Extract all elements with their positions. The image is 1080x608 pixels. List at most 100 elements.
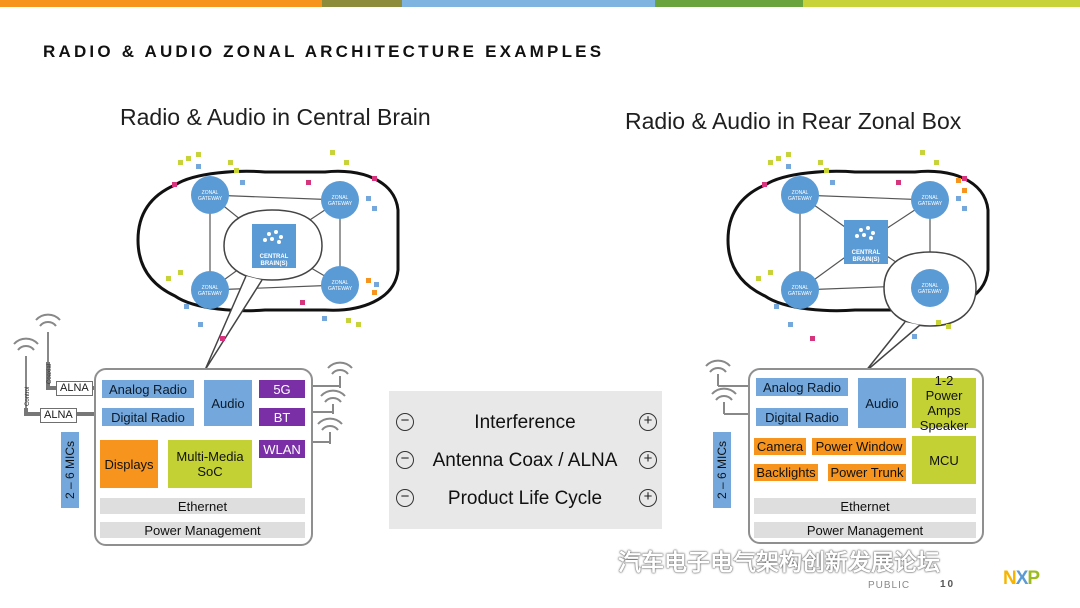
left-power-management: Power Management	[100, 522, 305, 538]
comparison-label: Product Life Cycle	[447, 488, 603, 509]
brain-icon	[263, 230, 283, 244]
svg-text:GATEWAY: GATEWAY	[328, 286, 353, 292]
minus-circle-icon: −	[396, 489, 414, 507]
left-section-title: Radio & Audio in Central Brain	[120, 104, 431, 130]
antenna-icon	[711, 387, 737, 414]
left-digital-radio: Digital Radio	[102, 408, 194, 426]
left-bt: BT	[259, 408, 305, 426]
antenna-icon	[13, 337, 39, 408]
right-power-window: Power Window	[812, 438, 906, 455]
right-ethernet: Ethernet	[754, 498, 976, 514]
svg-text:GATEWAY: GATEWAY	[918, 201, 943, 207]
page-number: 10	[940, 579, 956, 590]
top-bar-segment	[803, 0, 1080, 7]
left-brain-label: CENTRAL	[260, 254, 289, 260]
antenna-icon	[35, 313, 61, 362]
right-section-title: Radio & Audio in Rear Zonal Box	[625, 108, 962, 134]
right-camera: Camera	[754, 438, 806, 455]
nxp-logo: NXP	[1003, 568, 1040, 590]
left-central-brain	[252, 224, 296, 268]
top-bar-segment	[0, 0, 322, 7]
left-alna-top: ALNA	[56, 381, 93, 396]
svg-text:ZONAL: ZONAL	[332, 195, 349, 201]
svg-text:GATEWAY: GATEWAY	[198, 196, 223, 202]
left-ecu-box: Analog Radio Digital Radio Audio 5G BT W…	[94, 368, 313, 546]
plus-circle-icon: +	[639, 451, 657, 469]
svg-text:ZONAL: ZONAL	[922, 195, 939, 201]
comparison-label: Antenna Coax / ALNA	[432, 450, 618, 471]
top-bar-segment	[322, 0, 402, 7]
left-alna-bottom: ALNA	[40, 408, 77, 423]
right-power-management: Power Management	[754, 522, 976, 538]
svg-text:ZONAL: ZONAL	[792, 190, 809, 196]
right-ecu-box: Analog Radio Digital Radio Audio 1-2 Pow…	[748, 368, 984, 544]
left-car-outline	[136, 169, 400, 313]
plus-circle-icon: +	[639, 413, 657, 431]
right-antenna-icons	[705, 359, 750, 415]
right-analog-radio: Analog Radio	[756, 378, 848, 396]
svg-text:BRAIN(S): BRAIN(S)	[261, 261, 288, 267]
comparison-label: Interference	[474, 412, 576, 433]
svg-text:GATEWAY: GATEWAY	[918, 289, 943, 295]
left-antenna-icons	[13, 313, 353, 444]
brain-icon	[855, 226, 875, 240]
left-sensor-clusters	[166, 150, 379, 341]
nxp-logo-n: N	[1003, 568, 1017, 589]
plus-circle-icon: +	[639, 489, 657, 507]
comparison-row: − Product Life Cycle +	[389, 484, 662, 514]
left-mics-block: 2 – 6 MICs	[61, 432, 79, 508]
antenna-icon	[705, 359, 731, 386]
footer-public-label: PUBLIC	[868, 580, 911, 591]
left-mics-label: 2 – 6 MICs	[63, 440, 77, 500]
right-backlights: Backlights	[754, 464, 818, 481]
antenna-icon	[327, 361, 353, 388]
svg-text:GATEWAY: GATEWAY	[198, 291, 223, 297]
nxp-logo-p: P	[1027, 568, 1040, 589]
left-audio: Audio	[204, 380, 252, 426]
left-analog-radio: Analog Radio	[102, 380, 194, 398]
top-bar-segment	[655, 0, 803, 7]
svg-text:GATEWAY: GATEWAY	[788, 291, 813, 297]
right-mcu: MCU	[912, 436, 976, 484]
left-control-label: Control	[25, 387, 31, 406]
comparison-panel: − Interference + − Antenna Coax / ALNA +…	[389, 391, 662, 529]
top-color-bar	[0, 0, 1080, 7]
right-mics-label: 2 – 6 MICs	[715, 440, 729, 500]
top-bar-segment	[402, 0, 655, 7]
left-ethernet: Ethernet	[100, 498, 305, 514]
svg-text:ZONAL: ZONAL	[332, 280, 349, 286]
svg-text:ZONAL: ZONAL	[792, 285, 809, 291]
slide-title: RADIO & AUDIO ZONAL ARCHITECTURE EXAMPLE…	[43, 42, 605, 61]
watermark-text: 汽车电子电气架构创新发展论坛	[618, 549, 940, 575]
left-5g: 5G	[259, 380, 305, 398]
svg-text:ZONAL: ZONAL	[202, 285, 219, 291]
left-displays: Displays	[100, 440, 158, 488]
svg-text:GATEWAY: GATEWAY	[328, 201, 353, 207]
right-mics-block: 2 – 6 MICs	[713, 432, 731, 508]
svg-text:ZONAL: ZONAL	[202, 190, 219, 196]
antenna-icon	[317, 417, 343, 444]
left-multimedia-soc: Multi-Media SoC	[168, 440, 252, 488]
comparison-row: − Antenna Coax / ALNA +	[389, 446, 662, 476]
antenna-icon	[320, 389, 346, 414]
svg-text:BRAIN(S): BRAIN(S)	[853, 257, 880, 263]
left-wlan: WLAN	[259, 440, 305, 458]
right-power-trunk: Power Trunk	[828, 464, 906, 481]
svg-text:ZONAL: ZONAL	[922, 283, 939, 289]
svg-text:GATEWAY: GATEWAY	[788, 196, 813, 202]
left-coaxial-label: Coaxial	[47, 364, 53, 384]
comparison-row: − Interference +	[389, 408, 662, 438]
nxp-logo-x: X	[1015, 568, 1029, 589]
right-audio: Audio	[858, 378, 906, 428]
right-central-brain	[844, 220, 888, 264]
right-brain-label: CENTRAL	[852, 250, 881, 256]
right-digital-radio: Digital Radio	[756, 408, 848, 426]
right-power-amps: 1-2 Power Amps Speaker	[912, 373, 976, 433]
minus-circle-icon: −	[396, 413, 414, 431]
minus-circle-icon: −	[396, 451, 414, 469]
right-sensor-clusters	[756, 150, 967, 341]
